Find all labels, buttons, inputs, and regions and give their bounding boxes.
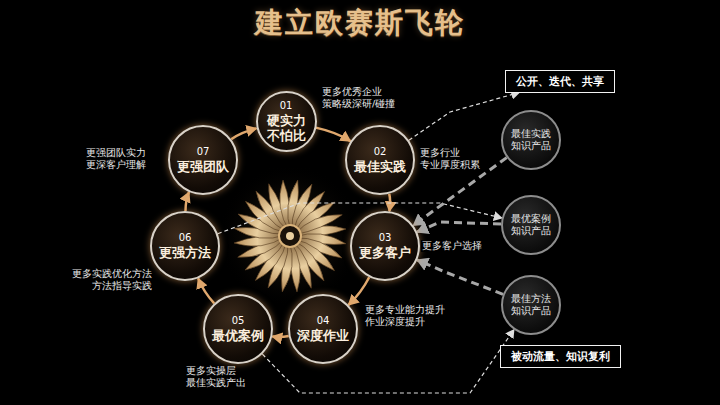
node-label: 深度作业 — [297, 328, 349, 343]
flywheel-step: 01硬实力 不怕比 — [256, 91, 317, 152]
flywheel-arrow — [186, 192, 190, 211]
annotation: 更多实践优化方法 方法指导实践 — [70, 268, 152, 293]
knowledge-product: 最优案例 知识产品 — [501, 195, 561, 255]
flywheel-arrow — [348, 277, 369, 305]
annotation: 更多优秀企业 策略级深研/碰撞 — [322, 86, 398, 111]
node-label: 最佳实践 — [354, 159, 406, 174]
flywheel-step: 03更多客户 — [350, 211, 420, 281]
node-label: 最佳方法 知识产品 — [510, 293, 552, 317]
knowledge-product: 最佳实践 知识产品 — [501, 110, 561, 170]
flywheel-step: 04深度作业 — [288, 294, 358, 364]
flywheel-axle — [286, 232, 294, 240]
node-label: 硬实力 不怕比 — [266, 113, 307, 143]
flywheel-arrow — [231, 128, 256, 139]
node-label: 更强方法 — [159, 245, 211, 260]
node-label: 更强团队 — [177, 159, 229, 174]
diagram-title: 建立欧赛斯飞轮 — [0, 4, 720, 42]
step-number: 05 — [232, 315, 245, 327]
dashed-arrow — [417, 222, 501, 232]
annotation: 更多行业 专业厚度积累 — [420, 147, 482, 172]
step-number: 03 — [379, 232, 392, 244]
annotation: 更多客户选择 — [421, 240, 483, 252]
annotation: 更强团队实力 更深客户理解 — [84, 147, 146, 172]
step-number: 02 — [374, 146, 387, 158]
flywheel-step: 07更强团队 — [168, 125, 238, 195]
outcome-box: 被动流量、知识复利 — [500, 345, 621, 368]
step-number: 01 — [280, 100, 293, 112]
flywheel-glow — [218, 164, 362, 308]
flywheel-arrow — [198, 278, 214, 303]
step-number: 07 — [197, 146, 210, 158]
flywheel-step: 05最优案例 — [203, 294, 273, 364]
knowledge-product: 最佳方法 知识产品 — [501, 275, 561, 335]
step-number: 04 — [317, 315, 330, 327]
flywheel-arrow — [272, 335, 289, 338]
step-number: 06 — [179, 232, 192, 244]
node-label: 公开、迭代、共享 — [516, 75, 604, 88]
flywheel-step: 02最佳实践 — [345, 125, 415, 195]
dashed-arrow — [417, 260, 503, 294]
annotation: 更多实操层 最佳实践产出 — [186, 365, 248, 390]
node-label: 更多客户 — [359, 245, 411, 260]
annotation: 更多专业能力提升 作业深度提升 — [365, 304, 447, 329]
flywheel-blades — [233, 179, 346, 292]
flywheel-step: 06更强方法 — [150, 211, 220, 281]
node-label: 被动流量、知识复利 — [511, 350, 610, 363]
flywheel-arrow — [316, 128, 351, 142]
node-label: 最优案例 — [212, 328, 264, 343]
outcome-box: 公开、迭代、共享 — [505, 70, 615, 93]
flywheel-hub — [279, 225, 301, 247]
node-label: 最优案例 知识产品 — [510, 213, 552, 237]
node-label: 最佳实践 知识产品 — [510, 128, 552, 152]
